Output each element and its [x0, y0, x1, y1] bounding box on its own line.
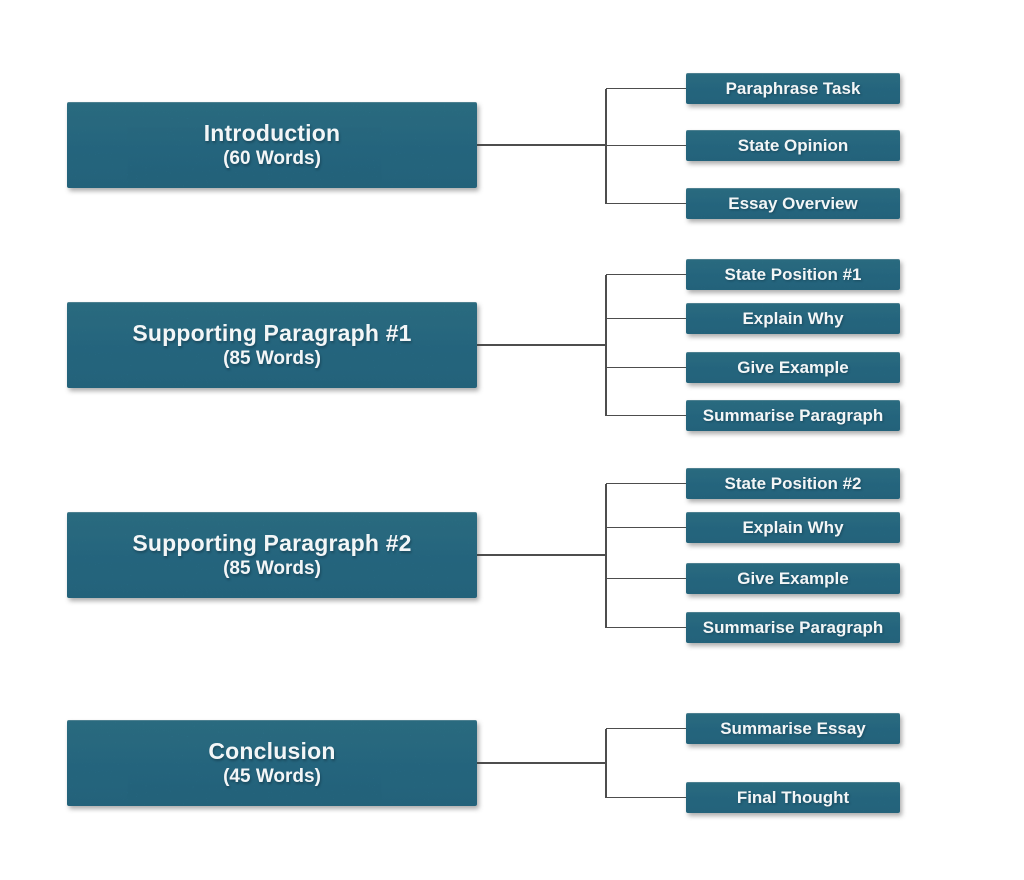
- connector-trunk-line: [605, 728, 607, 798]
- connector-trunk-line: [605, 274, 607, 416]
- sub-box-label: Give Example: [737, 569, 849, 588]
- sub-box-give-example: Give Example: [686, 563, 900, 594]
- connector-main-line: [477, 762, 606, 764]
- main-box-introduction: Introduction(60 Words): [67, 102, 477, 188]
- sub-box-state-opinion: State Opinion: [686, 130, 900, 161]
- sub-box-final-thought: Final Thought: [686, 782, 900, 813]
- sub-box-label: State Opinion: [737, 136, 849, 155]
- sub-box-summarise-paragraph: Summarise Paragraph: [686, 612, 900, 643]
- connector-branch-line: [606, 727, 686, 730]
- connector-branch-line: [606, 273, 686, 276]
- connector-branch-line: [606, 144, 686, 147]
- connector-trunk-line: [605, 483, 607, 628]
- connector-branch-line: [606, 626, 686, 629]
- main-box-subtitle: (85 Words): [223, 347, 321, 369]
- connector-main-line: [477, 144, 606, 146]
- sub-box-state-position-2: State Position #2: [686, 468, 900, 499]
- connector-branch-line: [606, 482, 686, 485]
- sub-box-label: Essay Overview: [728, 194, 858, 213]
- main-box-supporting-paragraph-1: Supporting Paragraph #1(85 Words): [67, 302, 477, 388]
- sub-box-label: Explain Why: [742, 518, 844, 537]
- main-box-title: Introduction: [203, 119, 341, 146]
- main-box-title: Supporting Paragraph #2: [132, 529, 412, 556]
- sub-box-summarise-paragraph: Summarise Paragraph: [686, 400, 900, 431]
- sub-box-explain-why: Explain Why: [686, 512, 900, 543]
- sub-box-paraphrase-task: Paraphrase Task: [686, 73, 900, 104]
- connector-branch-line: [606, 202, 686, 205]
- sub-box-label: Give Example: [737, 358, 849, 377]
- connector-branch-line: [606, 87, 686, 90]
- main-box-title: Conclusion: [208, 737, 336, 764]
- sub-box-label: State Position #2: [724, 474, 862, 493]
- sub-box-explain-why: Explain Why: [686, 303, 900, 334]
- sub-box-state-position-1: State Position #1: [686, 259, 900, 290]
- main-box-subtitle: (60 Words): [223, 147, 321, 169]
- connector-main-line: [477, 344, 606, 346]
- sub-box-essay-overview: Essay Overview: [686, 188, 900, 219]
- main-box-title: Supporting Paragraph #1: [132, 319, 412, 346]
- sub-box-give-example: Give Example: [686, 352, 900, 383]
- main-box-subtitle: (85 Words): [223, 557, 321, 579]
- sub-box-label: Explain Why: [742, 309, 844, 328]
- connector-branch-line: [606, 796, 686, 799]
- connector-main-line: [477, 554, 606, 556]
- main-box-conclusion: Conclusion(45 Words): [67, 720, 477, 806]
- sub-box-label: Final Thought: [736, 788, 850, 807]
- sub-box-label: Summarise Paragraph: [702, 406, 884, 425]
- sub-box-label: Summarise Paragraph: [702, 618, 884, 637]
- connector-branch-line: [606, 317, 686, 320]
- main-box-subtitle: (45 Words): [223, 765, 321, 787]
- sub-box-summarise-essay: Summarise Essay: [686, 713, 900, 744]
- connector-branch-line: [606, 414, 686, 417]
- connector-branch-line: [606, 577, 686, 580]
- connector-branch-line: [606, 526, 686, 529]
- connector-branch-line: [606, 366, 686, 369]
- main-box-supporting-paragraph-2: Supporting Paragraph #2(85 Words): [67, 512, 477, 598]
- sub-box-label: Paraphrase Task: [725, 79, 861, 98]
- sub-box-label: State Position #1: [724, 265, 862, 284]
- sub-box-label: Summarise Essay: [720, 719, 866, 738]
